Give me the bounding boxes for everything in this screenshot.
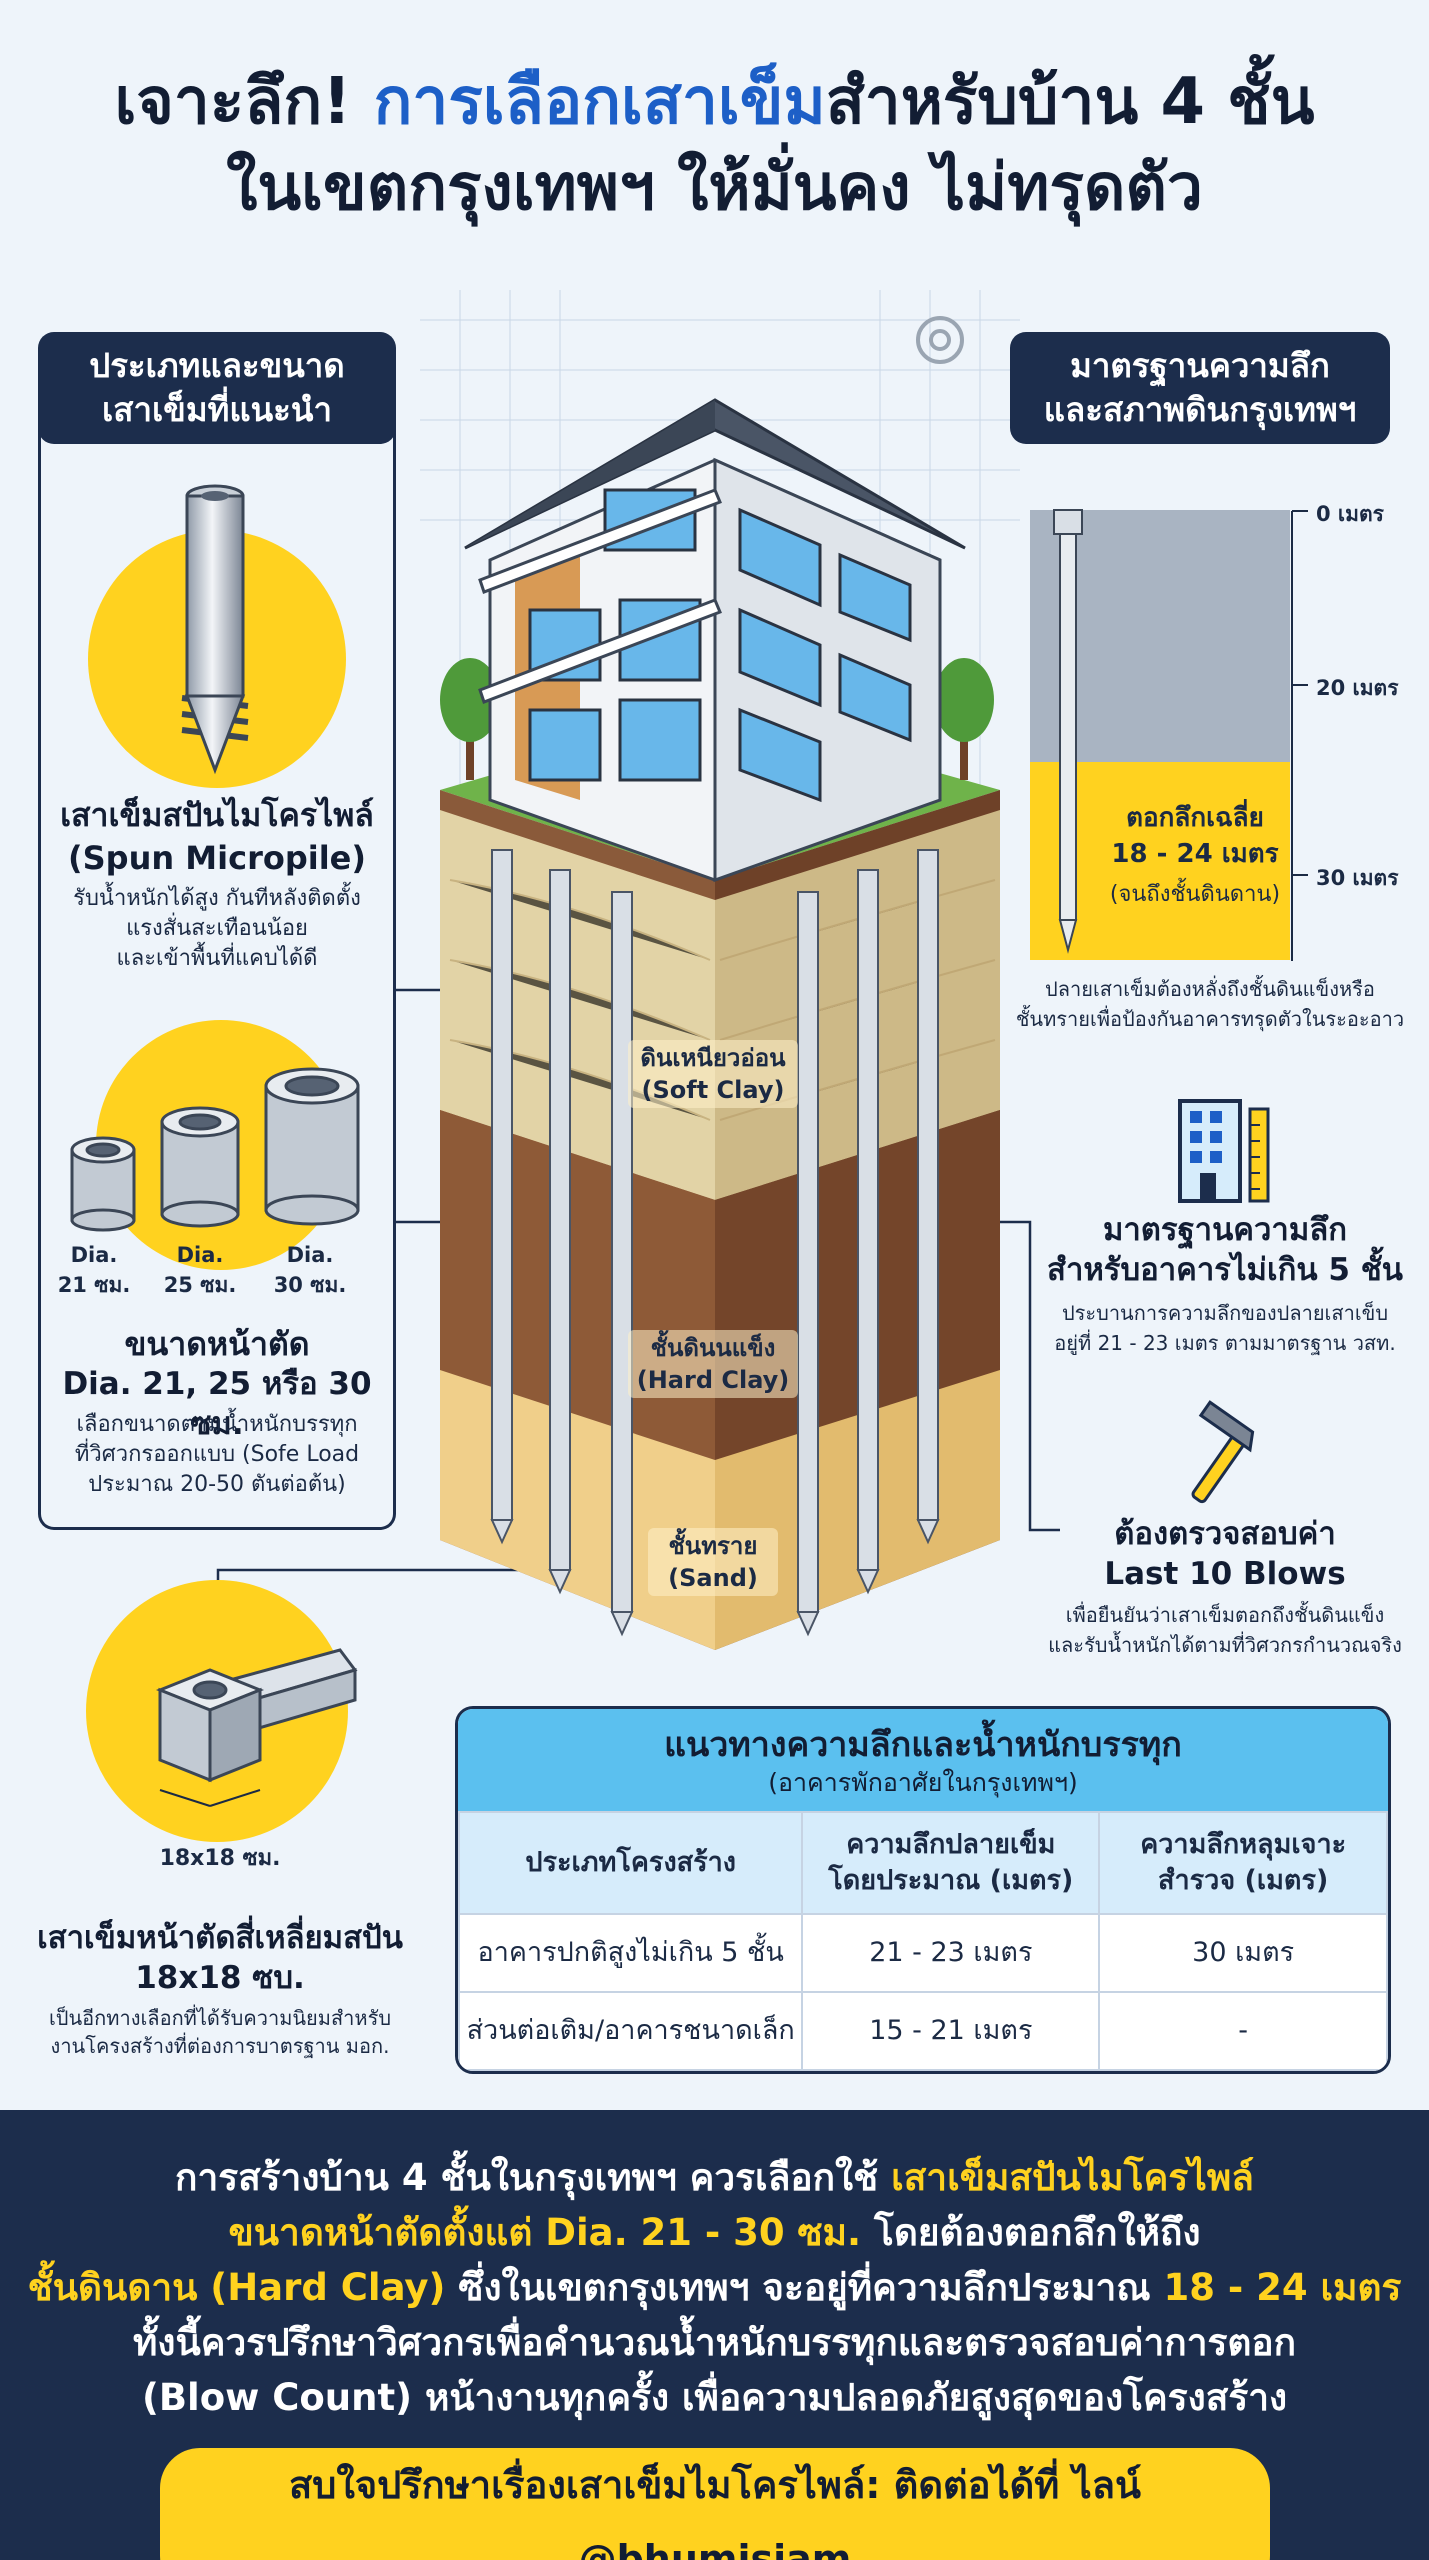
left-panel-frame xyxy=(38,360,396,1530)
table-row: อาคารปกติสูงไม่เกิน 5 ชั้น 21 - 23 เมตร … xyxy=(458,1913,1388,1993)
depth-standard-title: มาตรฐานความลึก สำหรับอาคารไม่เกิน 5 ชั้น xyxy=(1047,1212,1403,1288)
footer-line-5: (Blow Count) หน้างานทุกครั้ง เพื่อความปล… xyxy=(141,2376,1288,2419)
section-desc: เลือกขนาดตามน้ำหนักบรรทุก ที่วิศวกรออกแบ… xyxy=(74,1412,360,1497)
guide-table-subtitle: (อาคารพักอาศัยในกรุงเทพฯ) xyxy=(768,1768,1078,1797)
section-sizes: Dia. 21, 25 หรือ 30 ซม. xyxy=(62,1366,372,1442)
last-blows-desc: เพื่อยืนยันว่าเสาเข็มตอกถึงชั้นดินแข็ง แ… xyxy=(1048,1603,1402,1657)
guide-col-pile-depth: ความลึกปลายเข็ม โดยประมาณ (เมตร) xyxy=(801,1811,1101,1915)
table-cell: อาคารปกติสูงไม่เกิน 5 ชั้น xyxy=(458,1913,804,1993)
guide-table-title: แนวทางความลึกและน้ำหนักบรรทุก xyxy=(664,1725,1182,1765)
soil-layer-soft-clay: ดินเหนียวอ่อน (Soft Clay) xyxy=(628,1040,798,1108)
depth-label-0: 0 เมตร xyxy=(1316,502,1384,526)
spun-title: เสาเข็มสปันไมโครไพล์ xyxy=(60,796,374,834)
table-cell: ส่วนต่อเติม/อาคารชนาดเล็ก xyxy=(458,1991,804,2071)
dia-label-21: Dia. 21 ซม. xyxy=(57,1243,131,1297)
table-cell: 21 - 23 เมตร xyxy=(801,1913,1101,1993)
pile-sizes-icon xyxy=(70,1067,360,1232)
page-title-line2: ในเขตกรุงเทพฯ ให้มั่นคง ไม่ทรุดตัว xyxy=(226,151,1203,225)
footer-highlight: ขนาดหน้าตัดตั้งแต่ Dia. 21 - 30 ซม. xyxy=(228,2211,862,2254)
title-part-c: สำหรับบ้าน 4 ชั้น xyxy=(825,65,1315,139)
section-title: ขนาดหน้าตัด xyxy=(124,1325,310,1363)
spun-pile-icon xyxy=(181,484,249,775)
table-row: ส่วนต่อเติม/อาคารชนาดเล็ก 15 - 21 เมตร - xyxy=(458,1991,1388,2071)
house-soil-diagram xyxy=(420,290,1020,1650)
guide-table: ประเภทโครงสร้าง ความลึกปลายเข็ม โดยประมา… xyxy=(458,1811,1388,2071)
footer-text: การสร้างบ้าน 4 ชั้นในกรุงเทพฯ ควรเลือกใช… xyxy=(175,2156,892,2199)
footer-line-2: ขนาดหน้าตัดตั้งแต่ Dia. 21 - 30 ซม. โดยต… xyxy=(0,2205,1429,2260)
contact-cta[interactable]: สบใจปรึกษาเรื่องเสาเข็มไมโครไพล์: ติดต่อ… xyxy=(160,2448,1270,2560)
table-cell: 15 - 21 เมตร xyxy=(801,1991,1101,2071)
square-pile-icon xyxy=(155,1648,358,1807)
dia-label-30: Dia. 30 ซม. xyxy=(273,1243,347,1297)
title-part-b: การเลือกเสาเข็ม xyxy=(373,65,826,139)
right-panel-tag: มาตรฐานความลึก และสภาพดินกรุงเทพฯ xyxy=(1010,332,1390,444)
depth-label-20: 20 เมตร xyxy=(1316,676,1399,700)
square-title: เสาเข็มหน้าตัดสี่เหลี่ยมสปัน 18x18 ซบ. xyxy=(37,1920,403,1996)
square-size-label: 18x18 ซม. xyxy=(159,1846,281,1871)
square-desc: เป็นอีกทางเลือกที่ได้รับความนิยมสำหรับ ง… xyxy=(48,2006,392,2058)
avg-depth-title: ตอกลึกเฉลี่ย 18 - 24 เมตร xyxy=(1111,803,1279,869)
spun-desc: รับน้ำหนักได้สูง กันทีหลังติดตั้ง แรงสั่… xyxy=(73,886,361,971)
footer-text: โดยต้องตอกลึกให้ถึง xyxy=(861,2211,1201,2254)
guide-table-header-row: ประเภทโครงสร้าง ความลึกปลายเข็ม โดยประมา… xyxy=(458,1811,1388,1915)
footer-text: ซึ่งในเขตกรุงเทพฯ จะอยู่ที่ความลึกประมาณ xyxy=(445,2266,1164,2309)
footer-line-1: การสร้างบ้าน 4 ชั้นในกรุงเทพฯ ควรเลือกใช… xyxy=(0,2150,1429,2205)
footer-highlight: เสาเข็มสปันไมโครไพล์ xyxy=(891,2156,1254,2199)
depth-scale xyxy=(1291,510,1308,961)
depth-gauge-pile-icon xyxy=(1053,509,1083,954)
table-cell: 30 เมตร xyxy=(1098,1913,1388,1993)
footer-highlight: ชั้นดินดาน (Hard Clay) xyxy=(27,2266,446,2309)
hammer-icon xyxy=(1191,1400,1255,1504)
guide-table-card: แนวทางความลึกและน้ำหนักบรรทุก (อาคารพักอ… xyxy=(455,1706,1391,2074)
guide-col-borehole-depth: ความลึกหลุมเจาะ สำรวจ (เมตร) xyxy=(1098,1811,1388,1915)
footer-line-4: ทั้งนี้ควรปรึกษาวิศวกรเพื่อคำนวณน้ำหนักบ… xyxy=(132,2321,1297,2364)
building-ruler-icon xyxy=(1178,1099,1270,1203)
guide-col-structure: ประเภทโครงสร้าง xyxy=(458,1811,804,1915)
depth-standard-desc: ประบานการความลึกของปลายเสาเข็บ อยู่ที่ 2… xyxy=(1054,1301,1396,1355)
last-blows-title: ต้องตรวจสอบค่า Last 10 Blows xyxy=(1104,1516,1346,1592)
table-cell: - xyxy=(1098,1991,1388,2071)
avg-depth-sub: (จนถึงชั้นดินดาน) xyxy=(1109,882,1281,907)
depth-note: ปลายเสาเข็มต้องหลั่งถึงชั้นดินแข็งหรือ ช… xyxy=(1015,977,1405,1031)
left-panel-tag: ประเภทและขนาด เสาเข็มที่แนะนำ xyxy=(38,332,396,444)
soil-layer-hard-clay: ชั้นดินนแข็ง (Hard Clay) xyxy=(628,1330,798,1398)
dia-label-25: Dia. 25 ซม. xyxy=(163,1243,237,1297)
title-part-a: เจาะลึก! xyxy=(114,65,374,139)
spun-title-en: (Spun Micropile) xyxy=(68,839,366,877)
footer-highlight: 18 - 24 เมตร xyxy=(1163,2266,1402,2309)
page-title-line1: เจาะลึก! การเลือกเสาเข็มสำหรับบ้าน 4 ชั้… xyxy=(0,62,1429,142)
depth-label-30: 30 เมตร xyxy=(1316,866,1399,890)
footer-line-3: ชั้นดินดาน (Hard Clay) ซึ่งในเขตกรุงเทพฯ… xyxy=(0,2260,1429,2315)
guide-table-header: แนวทางความลึกและน้ำหนักบรรทุก (อาคารพักอ… xyxy=(458,1709,1388,1811)
soil-layer-sand: ชั้นทราย (Sand) xyxy=(648,1528,778,1596)
